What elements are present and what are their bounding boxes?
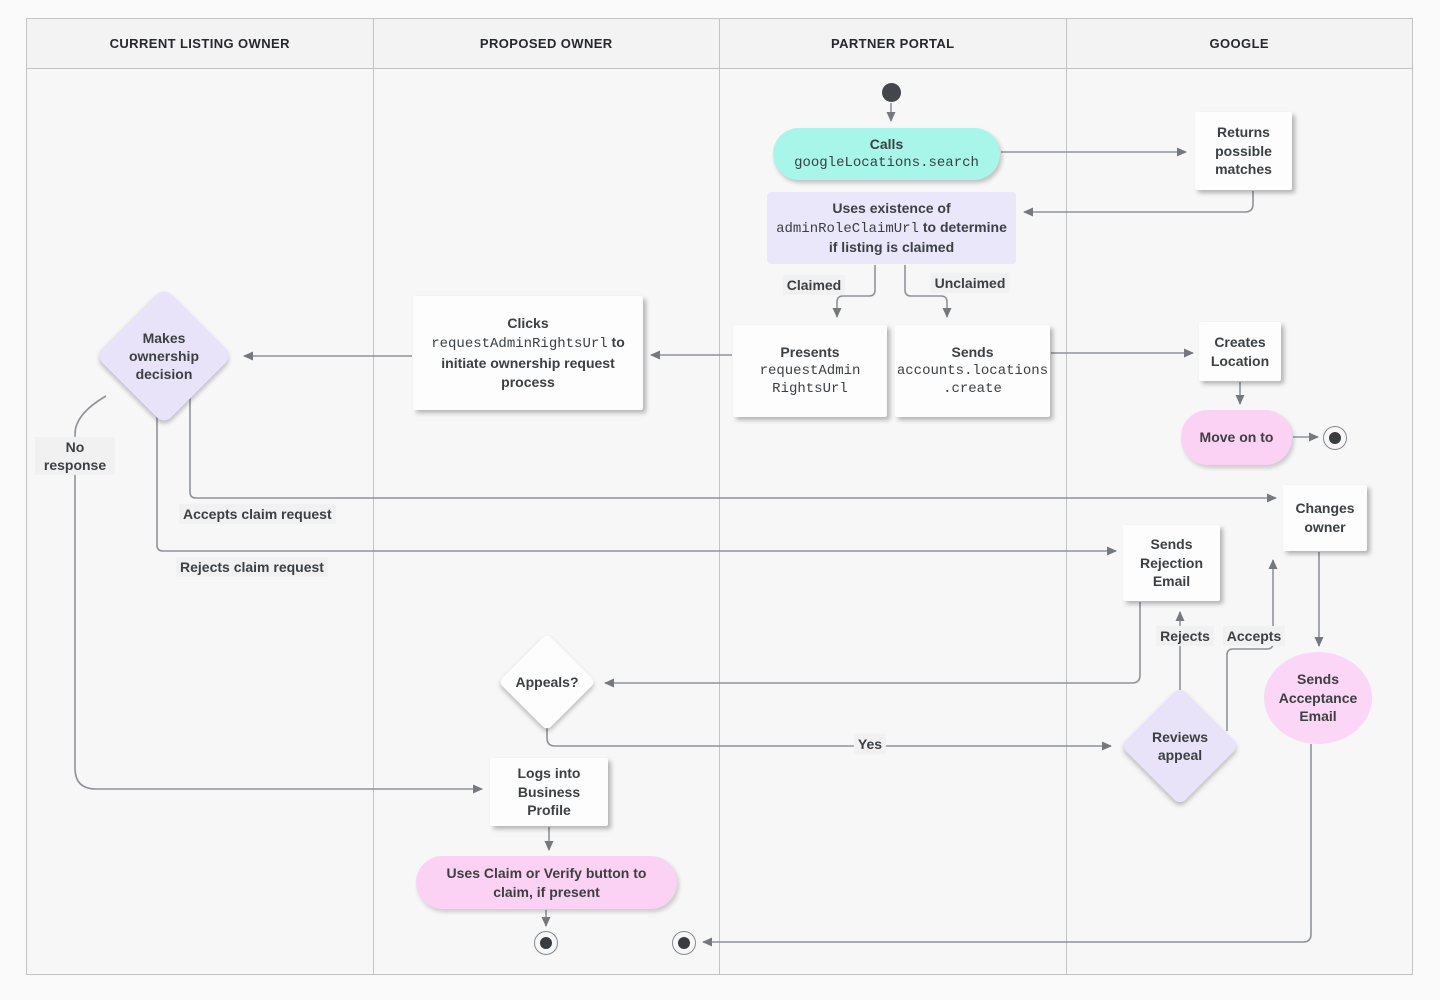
api-code: adminRoleClaimUrl bbox=[776, 220, 919, 237]
lane-google: GOOGLE bbox=[1066, 19, 1412, 974]
node-clicks-requestadminrightsurl: Clicks requestAdminRightsUrl to initiate… bbox=[413, 296, 643, 410]
edge-label-claimed: Claimed bbox=[782, 274, 846, 296]
api-code: .create bbox=[943, 381, 1002, 398]
node-label: Presents bbox=[780, 343, 840, 360]
node-label: Makes ownership decision bbox=[128, 329, 199, 383]
end-node-acceptance bbox=[672, 931, 696, 955]
api-code: RightsUrl bbox=[772, 381, 848, 398]
edge-label-accepts: Accepts bbox=[1222, 625, 1286, 647]
node-sends-acceptance-email: Sends Acceptance Email bbox=[1264, 652, 1372, 744]
node-calls-googlelocations-search: Calls googleLocations.search bbox=[773, 128, 1000, 180]
lane-header: PARTNER PORTAL bbox=[720, 19, 1066, 69]
end-node-dot bbox=[1329, 432, 1341, 444]
edge-label-no-response: No response bbox=[35, 436, 115, 476]
edge-label-yes: Yes bbox=[853, 733, 887, 755]
swimlane-diagram: CURRENT LISTING OWNER PROPOSED OWNER PAR… bbox=[26, 18, 1413, 975]
node-label: to determine if listing is claimed bbox=[828, 218, 1007, 256]
node-label: Uses Claim or Verify button to claim, if… bbox=[446, 864, 647, 900]
end-node-move-on bbox=[1323, 426, 1347, 450]
lane-partner-portal: PARTNER PORTAL bbox=[720, 19, 1067, 974]
node-label: Sends Rejection Email bbox=[1139, 535, 1203, 590]
node-makes-ownership-decision: Makes ownership decision bbox=[94, 286, 234, 426]
node-label: Clicks bbox=[507, 315, 549, 332]
node-logs-into-business-profile: Logs into Business Profile bbox=[490, 758, 608, 826]
node-sends-rejection-email: Sends Rejection Email bbox=[1123, 525, 1220, 601]
node-move-on-to: Move on to bbox=[1181, 410, 1292, 465]
node-label: Calls bbox=[869, 136, 904, 153]
edge-label-unclaimed: Unclaimed bbox=[930, 272, 1010, 294]
lane-header: PROPOSED OWNER bbox=[373, 19, 719, 69]
node-uses-existence-adminroleclaimurl: Uses existence of adminRoleClaimUrl to d… bbox=[767, 192, 1016, 264]
node-label: Move on to bbox=[1199, 429, 1274, 446]
edge-label-accepts-claim-request: Accepts claim request bbox=[179, 503, 336, 525]
node-label: Uses existence of bbox=[832, 199, 951, 216]
node-label: Sends bbox=[951, 343, 994, 360]
end-node-claim bbox=[534, 931, 558, 955]
lane-header: CURRENT LISTING OWNER bbox=[27, 19, 373, 69]
node-label: Reviews appeal bbox=[1151, 728, 1209, 763]
lane-current-listing-owner: CURRENT LISTING OWNER bbox=[27, 19, 374, 974]
node-changes-owner: Changes owner bbox=[1283, 485, 1367, 551]
node-label: Changes owner bbox=[1295, 500, 1355, 535]
lane-proposed-owner: PROPOSED OWNER bbox=[373, 19, 720, 974]
api-code: requestAdmin bbox=[759, 362, 861, 379]
start-node bbox=[882, 83, 901, 102]
end-node-dot bbox=[678, 937, 690, 949]
api-code: accounts.locations bbox=[896, 362, 1049, 379]
node-label: Creates Location bbox=[1210, 333, 1270, 369]
node-reviews-appeal: Reviews appeal bbox=[1120, 686, 1240, 806]
node-appeals-decision: Appeals? bbox=[497, 632, 597, 732]
edge-label-rejects-claim-request: Rejects claim request bbox=[176, 556, 328, 578]
node-label: Appeals? bbox=[515, 673, 579, 690]
edge-label-rejects: Rejects bbox=[1156, 625, 1214, 647]
node-creates-location: Creates Location bbox=[1199, 322, 1281, 381]
node-label: Logs into Business Profile bbox=[517, 764, 581, 819]
end-node-dot bbox=[540, 937, 552, 949]
node-uses-claim-or-verify-button: Uses Claim or Verify button to claim, if… bbox=[416, 856, 677, 909]
api-code: googleLocations.search bbox=[794, 155, 979, 171]
node-returns-possible-matches: Returns possible matches bbox=[1195, 112, 1292, 190]
lane-header: GOOGLE bbox=[1066, 19, 1412, 69]
node-label: to initiate ownership request process bbox=[441, 334, 625, 390]
api-code: requestAdminRightsUrl bbox=[431, 336, 608, 353]
node-label: Returns possible matches bbox=[1215, 123, 1272, 178]
node-label: Sends Acceptance Email bbox=[1278, 670, 1358, 725]
node-sends-accounts-locations-create: Sends accounts.locations .create bbox=[895, 325, 1050, 417]
